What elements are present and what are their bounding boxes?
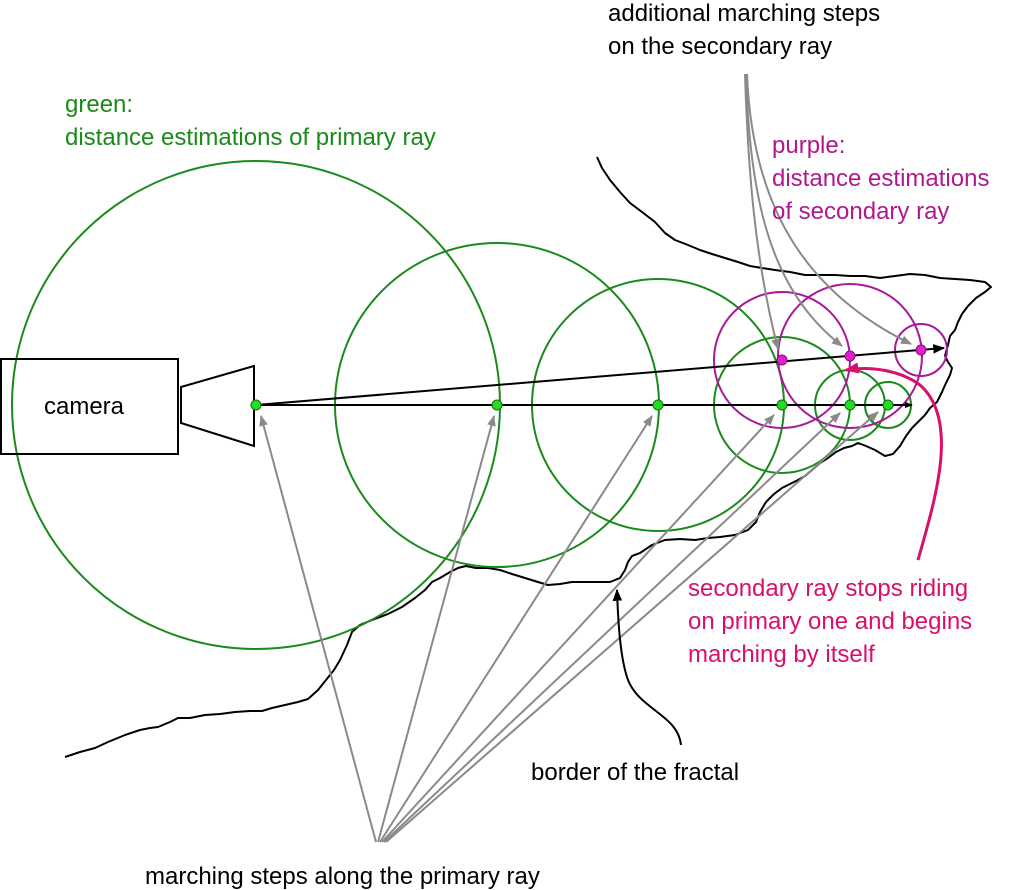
primary-step-pointer [385,411,879,843]
secondary-step-point [844,350,856,362]
secondary-ray [255,344,946,406]
primary-steps-label: marching steps along the primary ray [145,863,540,890]
secondary-step-point [915,344,927,356]
primary-step-pointer [379,415,653,843]
primary-step-point [776,399,788,411]
camera-label: camera [44,393,125,420]
fractal-border-label: border of the fractal [531,759,739,786]
primary-step-pointer [259,414,377,843]
secondary-stop-label-line1: secondary ray stops riding [688,575,968,602]
fractal-border-lower [64,355,953,758]
secondary-step-pointer [744,73,780,351]
secondary-step-pointer [745,73,843,347]
fractal-border-pointer [612,588,682,746]
additional-steps-label-line2: on the secondary ray [608,33,832,60]
secondary-stop-label-line3: marching by itself [688,641,875,668]
secondary-step-pointer [746,73,912,345]
secondary-estimation-circle [777,283,923,429]
purple-legend-desc-line2: of secondary ray [772,198,949,225]
primary-step-pointer [383,412,841,843]
primary-step-point [652,399,664,411]
secondary-stop-label-line2: on primary one and begins [688,608,972,635]
primary-step-pointer [381,414,775,843]
primary-step-pointer [377,414,496,843]
purple-legend-desc-line1: distance estimations [772,165,989,192]
camera-lens [180,364,255,448]
green-legend-desc: distance estimations of primary ray [65,124,436,151]
additional-steps-label-line1: additional marching steps [608,0,880,27]
primary-step-point [882,399,894,411]
primary-step-point [250,399,262,411]
purple-legend-title: purple: [772,132,845,159]
camera-body [0,358,179,455]
primary-step-point [491,399,503,411]
primary-step-point [844,399,856,411]
secondary-step-point [776,354,788,366]
fractal-border-upper [596,156,992,357]
secondary-estimation-circle [894,323,948,377]
green-legend-title: green: [65,91,133,118]
secondary-stop-pointer [844,362,943,561]
